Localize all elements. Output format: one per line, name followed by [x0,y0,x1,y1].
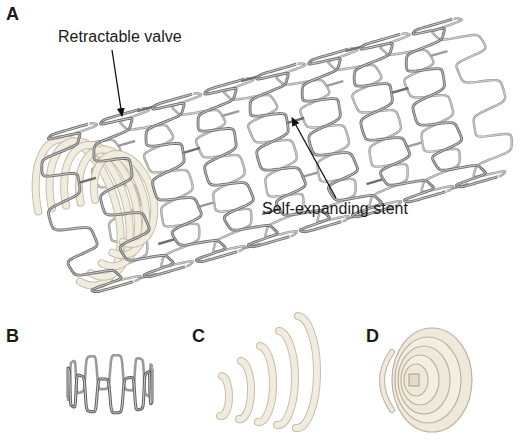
strut-highlight [276,63,355,221]
valve-shell [277,331,295,425]
stent-ring-detail [68,355,152,413]
valve-shell [220,376,229,416]
strut-highlight [172,93,251,251]
stent-bridge [183,148,200,153]
part-label: Self-expanding stent [262,200,408,218]
panel-letter: B [6,326,19,347]
stent-strut [146,94,237,262]
stent-bridge [327,81,344,86]
ring-strut [68,368,152,413]
stent-bridge [79,178,96,183]
stent-bridge [287,118,304,123]
stent-strut [433,18,512,176]
leader-arrow [292,118,336,198]
stent-bridge [158,239,175,244]
stent-bridge [367,179,384,184]
stent-struts-front [42,19,498,291]
valve-shell [296,316,317,428]
strut-highlight [380,33,459,191]
stent-strut [172,93,251,251]
strut-highlight [94,109,185,277]
stent-bridge [431,51,448,56]
strut-highlight [354,34,445,202]
stent-struts-back [68,18,512,281]
coil-flap [382,352,392,410]
stent-bridge [118,141,135,146]
stent-strut [276,63,355,221]
leader-arrow [112,50,122,116]
valve-expanded-detail [220,316,317,428]
panel-letter: A [6,4,19,25]
stent-bridge [222,111,239,116]
stent-strut [328,48,407,206]
coil-layer [398,346,450,414]
stent-strut [406,19,497,187]
panel-letter: C [192,326,205,347]
coil-layer [395,337,461,423]
valve-retracted-detail [382,328,472,432]
stent-bridge [392,88,409,93]
stent-strut [42,124,133,292]
stent-strut [94,109,185,277]
strut-highlight [198,79,289,247]
coil-flap [382,352,392,410]
stent-strut [380,33,459,191]
coil-layer [401,355,439,405]
valve-shell [258,346,273,422]
coil-core [409,374,419,386]
valve-shell [220,376,229,416]
stent-strut [354,34,445,202]
strut-highlight [406,19,497,187]
valve-leaflet [94,154,154,244]
strut-highlight [42,124,133,292]
stent-strut [198,79,289,247]
valve-shell [296,316,317,428]
valve-leaflet [94,154,154,244]
coil-layer [404,364,428,396]
valve-shell [239,361,251,419]
panel-letter: D [366,326,379,347]
valve-shell [258,346,273,422]
part-label: Retractable valve [58,28,182,46]
valve-shell [239,361,251,419]
coil-layer [392,328,472,432]
strut-highlight [328,48,407,206]
valve-shell [277,331,295,425]
strut-highlight [68,368,152,413]
stent-strut [302,49,393,217]
strut-highlight [302,49,393,217]
strut-highlight [146,94,237,262]
strut-highlight [433,18,512,176]
